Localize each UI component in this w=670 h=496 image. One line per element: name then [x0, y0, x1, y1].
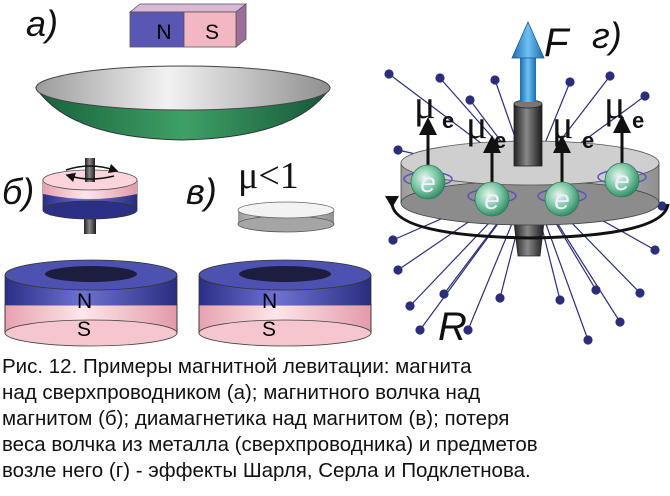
- force-arrow: [511, 21, 545, 102]
- mu-e-3-sub: e: [582, 128, 594, 153]
- mu-e-3: μ: [552, 102, 573, 147]
- mu-e-2: μ: [466, 102, 487, 147]
- diamagnetic-disk: [237, 201, 335, 233]
- ring-left-s: S: [77, 318, 91, 341]
- ring-magnet-left: N S: [4, 259, 178, 347]
- ring-left-n: N: [77, 290, 92, 313]
- bar-magnet-s: S: [205, 21, 219, 44]
- caption-line-4: веса волчка из металла (сверхпроводника)…: [2, 433, 538, 456]
- electron-3: e: [554, 184, 570, 215]
- ring-magnet-right: N S: [198, 259, 372, 347]
- caption-line-2: над сверхпроводником (а); магнитного вол…: [2, 381, 481, 404]
- spindle-upper: [513, 99, 543, 167]
- caption-line-5: возле него (г) - эффекты Шарля, Серла и …: [2, 459, 531, 482]
- mu-e-4: μ: [604, 82, 625, 127]
- electrons: e e e e: [403, 162, 647, 217]
- panel-b-label: б): [2, 171, 34, 212]
- mu-e-1: μ: [414, 82, 435, 127]
- ring-right-n: N: [262, 290, 277, 313]
- mu-less-than-one: μ<1: [238, 155, 299, 197]
- rotation-arrow: [385, 196, 670, 240]
- radius-label: R: [438, 305, 467, 349]
- electron-1: e: [420, 167, 436, 198]
- caption-line-1: Рис. 12. Примеры магнитной левитации: ма…: [2, 355, 472, 378]
- ring-right-s: S: [262, 318, 276, 341]
- panel-a-label: а): [26, 3, 58, 44]
- panel-v-label: в): [186, 171, 217, 212]
- electron-2: e: [484, 184, 500, 215]
- figure-caption: Рис. 12. Примеры магнитной левитации: ма…: [2, 354, 666, 484]
- bar-magnet-n: N: [156, 21, 171, 44]
- bar-magnet: N S: [128, 3, 248, 48]
- spinning-top: [42, 158, 138, 234]
- force-label: F: [544, 21, 571, 65]
- electron-4: e: [614, 165, 630, 196]
- mu-e-4-sub: e: [632, 108, 644, 133]
- levitation-figure: а) N S б) в) μ<1: [2, 3, 670, 349]
- mu-e-1-sub: e: [442, 108, 454, 133]
- mu-e-2-sub: e: [494, 128, 506, 153]
- superconductor-bowl: [35, 65, 331, 141]
- mu-e-labels: μ e μ e μ e μ e: [414, 82, 644, 186]
- caption-line-3: магнитом (б); диамагнетика над магнитом …: [2, 407, 510, 430]
- panel-g-label: г): [592, 15, 622, 56]
